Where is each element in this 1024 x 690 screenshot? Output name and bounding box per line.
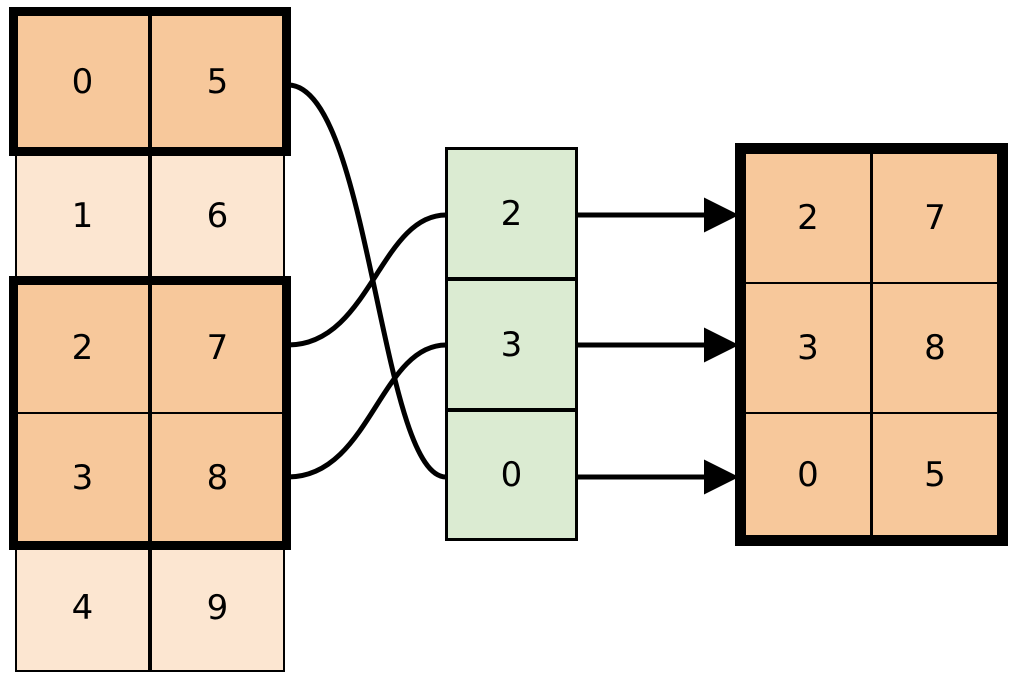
table-row: 2 7 [744,152,999,284]
result-array-table: 2 7 3 8 0 5 [735,143,1008,546]
index-cell: 2 [445,147,578,280]
source-cell: 2 [15,282,150,414]
result-cell: 3 [744,282,872,414]
result-cell: 8 [871,282,999,414]
curve-row2-to-index2 [287,212,447,348]
result-cell: 2 [744,152,872,284]
source-cell: 6 [150,150,285,282]
table-row: 1 6 [15,150,285,282]
table-row: 2 7 [15,282,285,414]
table-row: 0 5 [15,13,285,150]
result-cell: 7 [871,152,999,284]
index-vector-column: 2 3 0 [445,147,578,541]
result-cell: 0 [744,412,872,537]
source-cell: 7 [150,282,285,414]
source-cell: 3 [15,412,150,544]
source-cell: 5 [150,13,285,150]
result-cell: 5 [871,412,999,537]
index-cell: 3 [445,278,578,411]
table-row: 3 8 [744,282,999,414]
table-row: 3 8 [15,412,285,544]
source-cell: 8 [150,412,285,544]
index-cell: 0 [445,409,578,541]
source-cell: 9 [150,544,285,672]
table-row: 4 9 [15,544,285,672]
curve-row3-to-index3 [287,342,447,480]
curve-row0-to-index0 [287,82,447,480]
source-array-table: 0 5 1 6 2 7 3 8 4 9 [9,7,291,672]
table-row: 0 5 [744,412,999,537]
source-cell: 4 [15,544,150,672]
source-cell: 0 [15,13,150,150]
source-cell: 1 [15,150,150,282]
